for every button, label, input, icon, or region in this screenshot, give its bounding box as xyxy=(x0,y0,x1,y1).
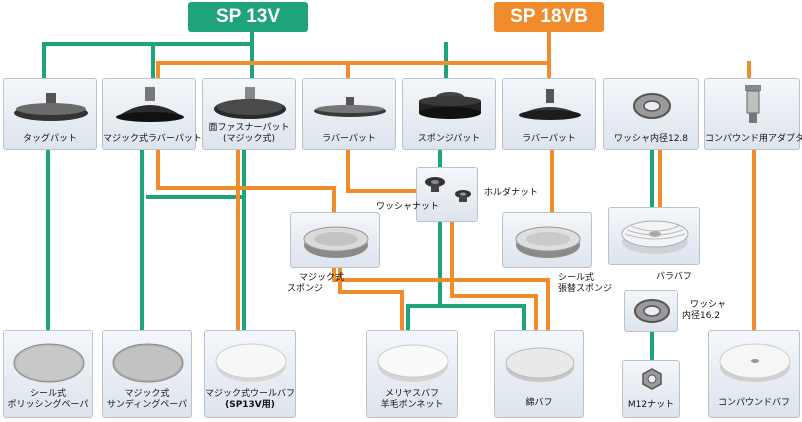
meriyasu-buff-label-line1: メリヤスバフ xyxy=(384,389,439,399)
magic-rubber-to-sponge xyxy=(156,148,336,214)
seal-sponge-label: シール式 張替スポンジ xyxy=(558,273,612,295)
holder-to-cotton xyxy=(450,220,538,332)
sp13v-lines xyxy=(42,30,654,362)
magic-sponge-to-cotton xyxy=(332,266,550,332)
seal-paper-label-line1: シール式 xyxy=(29,389,66,399)
compound-buff-card[interactable]: コンパウンドバフ xyxy=(708,330,800,418)
m12-nut-image xyxy=(642,368,662,390)
bara-buff-card[interactable] xyxy=(608,207,700,265)
cotton-buff-card[interactable]: 綿バフ xyxy=(494,330,584,418)
holder-nut-image xyxy=(455,190,471,202)
seal-sponge-card[interactable] xyxy=(502,212,592,268)
fastener-pad-label-line2: (マジック式) xyxy=(222,134,276,144)
meriyasu-buff-image xyxy=(377,344,449,382)
magic-sponge-label-line1: マジック式 xyxy=(299,273,345,283)
wool-buff-label: マジック式ウールバフ (SP13V用) xyxy=(205,389,295,411)
cotton-buff-image xyxy=(505,347,575,382)
wool-buff-label-line2: (SP13V用) xyxy=(225,400,275,410)
tag-pad-card[interactable]: タッグパット xyxy=(3,78,97,150)
wool-buff-label-line1: マジック式ウールバフ xyxy=(205,389,296,399)
washer-16-2-label: ワッシャ 内径16.2 xyxy=(682,300,726,322)
magic-sponge-to-meriyasu xyxy=(338,266,404,332)
seal-sponge-label-line1: シール式 xyxy=(558,273,595,283)
seal-sponge-label-line2: 張替スポンジ xyxy=(558,284,613,294)
magic-paper-image xyxy=(112,343,184,383)
m12-nut-card[interactable]: M12ナット xyxy=(622,360,680,418)
sp18vb-header: SP 18VB xyxy=(494,2,604,32)
fastener-pad-label: 面ファスナーパット (マジック式) xyxy=(203,123,295,145)
compound-buff-label: コンパウンドバフ xyxy=(717,398,790,408)
magic-sponge-label: マジック式 スポンジ xyxy=(287,273,344,295)
magic-rubber-pad-label: マジック式ラバーパット xyxy=(103,134,202,144)
rubber-to-washer-nut xyxy=(346,148,418,193)
magic-paper-label: マジック式 サンディングペーパ xyxy=(103,389,191,411)
washer-12-8-image xyxy=(633,93,671,119)
compound-buff-image xyxy=(719,343,791,382)
magic-sponge-card[interactable] xyxy=(290,212,380,268)
washer-nut-image xyxy=(425,177,445,192)
cotton-buff-label: 綿バフ xyxy=(525,398,553,408)
washer-16-2-card[interactable] xyxy=(624,290,678,332)
holder-nut-label: ホルダナット xyxy=(484,188,539,198)
magic-sponge-label-line2: スポンジ xyxy=(287,284,324,294)
rubber-pad-1-card[interactable]: ラバーパット xyxy=(302,78,396,150)
sp18vb-lines xyxy=(156,30,756,332)
seal-sponge-image xyxy=(515,226,581,258)
washer-nut-label: ワッシャナット xyxy=(376,202,440,212)
sponge-pad-label: スポンジパット xyxy=(417,134,481,144)
rubber-pad-1-label: ラバーパット xyxy=(322,134,376,144)
fastener-pad-image xyxy=(214,87,286,119)
nut-set-card[interactable] xyxy=(416,167,478,222)
magic-rubber-pad-card[interactable]: マジック式ラバーパット xyxy=(102,78,202,150)
meriyasu-buff-label-line2: 羊毛ボンネット xyxy=(380,400,444,410)
washer-16-2-image xyxy=(634,299,670,323)
washer-12-8-card[interactable]: ワッシャ内径12.8 xyxy=(603,78,699,150)
bara-buff-image xyxy=(621,220,689,254)
rubber-pad-2-image xyxy=(519,89,581,120)
wool-buff-image xyxy=(215,343,287,382)
washer-16-2-label-line2: 内径16.2 xyxy=(682,311,721,321)
seal-paper-image xyxy=(13,343,85,383)
sp13v-trunk xyxy=(42,30,448,84)
bara-buff-label: バラバフ xyxy=(656,272,692,282)
magic-paper-label-line1: マジック式 xyxy=(124,389,170,399)
sp13v-header: SP 13V xyxy=(188,2,308,32)
meriyasu-buff-card[interactable]: メリヤスバフ 羊毛ボンネット xyxy=(366,330,458,418)
magic-sponge-image xyxy=(303,226,369,258)
sp18vb-trunk xyxy=(156,30,751,84)
tag-pad-label: タッグパット xyxy=(22,134,77,144)
fastener-pad-card[interactable]: 面ファスナーパット (マジック式) xyxy=(202,78,296,150)
washer-16-2-label-line1: ワッシャ xyxy=(690,300,727,310)
meriyasu-buff-label: メリヤスバフ 羊毛ボンネット xyxy=(367,389,457,411)
magic-paper-card[interactable]: マジック式 サンディングペーパ xyxy=(102,330,192,418)
magic-rubber-pad-image xyxy=(116,87,184,122)
magic-paper-label-line2: サンディングペーパ xyxy=(106,400,188,410)
compound-adapter-label: コンパウンド用アダプタ xyxy=(705,134,802,144)
tag-pad-image xyxy=(14,93,88,121)
seal-paper-label-line2: ポリッシングペーパ xyxy=(7,400,89,410)
m12-nut-label: M12ナット xyxy=(627,400,675,410)
fastener-pad-label-line1: 面ファスナーパット xyxy=(208,123,290,133)
sponge-pad-image xyxy=(419,92,481,119)
rubber-pad-2-label: ラバーパット xyxy=(522,134,576,144)
washer-12-8-label: ワッシャ内径12.8 xyxy=(613,134,689,144)
compound-adapter-card[interactable]: コンパウンド用アダプタ xyxy=(704,78,802,150)
compound-adapter-image xyxy=(745,85,761,123)
rubber-pad-1-image xyxy=(314,97,386,117)
rubber-pad-2-card[interactable]: ラバーパット xyxy=(502,78,596,150)
seal-paper-label: シール式 ポリッシングペーパ xyxy=(4,389,92,411)
wool-buff-card[interactable]: マジック式ウールバフ (SP13V用) xyxy=(204,330,296,418)
sponge-pad-card[interactable]: スポンジパット xyxy=(402,78,496,150)
holder-to-meriyasu-cotton xyxy=(406,220,526,332)
seal-paper-card[interactable]: シール式 ポリッシングペーパ xyxy=(3,330,93,418)
